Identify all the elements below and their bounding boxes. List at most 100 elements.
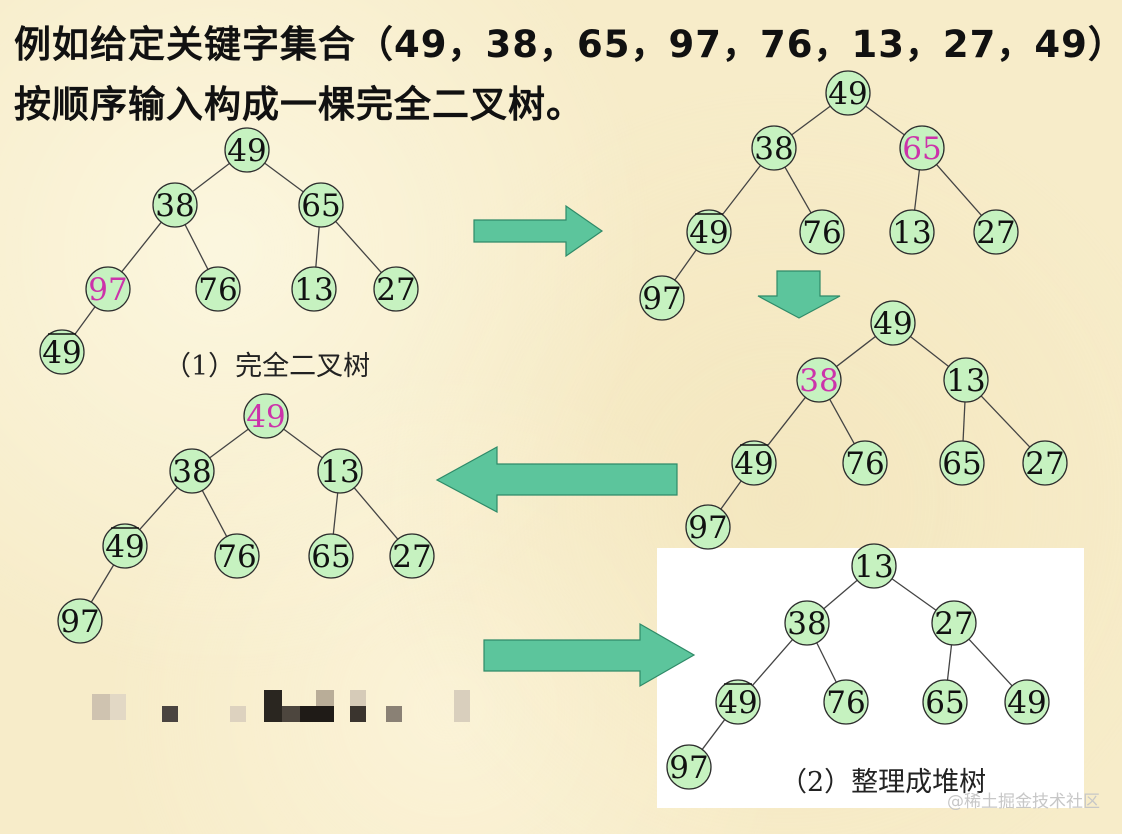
node-circle [751,125,797,171]
tree-node: 49 [715,679,761,725]
node-value: 65 [925,685,964,721]
tree-edge [674,249,697,281]
tree-node: 49 [870,300,916,346]
node-value: 49 [828,76,867,112]
title-line-2: 按顺序输入构成一棵完全二叉树。 [14,83,584,126]
tree-node: 27 [973,209,1019,255]
tree-node: 65 [939,440,985,486]
tree-edge [90,564,115,603]
node-circle [931,600,977,646]
node-value: 27 [976,215,1015,251]
tree-node: 65 [899,125,945,171]
tree-edge [980,395,1031,448]
node-circle [823,679,869,725]
tree-node: 65 [298,182,344,228]
node-circle [825,70,871,116]
node-circle [291,266,337,312]
tree-node: 49 [224,127,270,173]
tree-edge [891,578,937,611]
node-value: 13 [946,363,985,399]
node-circle [169,448,215,494]
caption-complete-tree: （1）完全二叉树 [164,351,371,382]
node-value: 49 [42,335,81,371]
tree-node: 13 [943,357,989,403]
node-value: 49 [689,215,728,251]
tree-node: 38 [751,125,797,171]
tree-node: 97 [639,275,685,321]
node-value: 97 [669,750,708,786]
tree-2-swap-97: 49 38 65 49 76 13 27 97 [639,70,1019,321]
tree-edge [968,638,1013,687]
tree-node: 49 [731,440,777,486]
tree-node: 13 [889,209,935,255]
tree-node: 38 [784,600,830,646]
tree-edge [192,162,230,193]
node-value: 49 [873,306,912,342]
node-circle [639,275,685,321]
tree-edge [767,396,806,447]
node-value: 65 [301,188,340,224]
node-value: 49 [105,529,144,565]
tree-node: 76 [842,440,888,486]
node-value: 38 [172,454,211,490]
node-value: 38 [155,188,194,224]
node-circle [799,209,845,255]
node-circle [685,504,731,550]
caption-heap-tree: （2）整理成堆树 [780,767,987,798]
tree-edge [823,579,858,610]
tree-edge [865,105,905,136]
node-value: 97 [88,272,127,308]
node-circle [686,209,732,255]
node-value: 49 [246,399,285,435]
tree-edge [121,221,162,273]
node-circle [298,182,344,228]
node-circle [152,182,198,228]
node-value: 97 [60,604,99,640]
tree-node: 97 [685,504,731,550]
node-circle [102,523,148,569]
node-circle [870,300,916,346]
watermark: @稀土掘金技术社区 [947,792,1100,812]
node-value: 38 [787,606,826,642]
tree-node: 27 [373,266,419,312]
tree-1-complete: 49 38 65 97 76 13 27 49 [39,127,419,375]
node-value: 76 [217,539,256,575]
node-value: 76 [802,215,841,251]
tree-node: 13 [291,266,337,312]
tree-edge [701,719,726,750]
node-circle [308,533,354,579]
node-circle [224,127,270,173]
arrow-right-bottom [483,622,696,688]
tree-edge [816,642,837,683]
node-value: 49 [227,133,266,169]
node-value: 97 [688,510,727,546]
tree-node: 49 [686,209,732,255]
node-value: 76 [198,272,237,308]
heap-result-panel [657,548,1084,808]
node-value: 13 [320,454,359,490]
node-value: 49 [734,446,773,482]
node-value: 38 [754,131,793,167]
tree-edge [353,487,399,540]
tree-edge [829,398,855,445]
tree-node: 76 [799,209,845,255]
node-value: 76 [826,685,865,721]
title-line-1: 例如给定关键字集合（49，38，65，97，76，13，27，49） [14,23,1122,66]
tree-edge [264,162,304,193]
node-circle [784,600,830,646]
tree-edge [836,335,876,368]
node-circle [899,125,945,171]
node-value: 27 [376,272,415,308]
tree-edge [315,226,320,268]
node-circle [715,679,761,725]
tree-node: 65 [922,679,968,725]
tree-edge [784,166,812,214]
node-value: 49 [718,685,757,721]
tree-edge [946,644,953,681]
tree-node: 76 [214,533,260,579]
node-value: 13 [854,549,893,585]
node-circle [39,329,85,375]
